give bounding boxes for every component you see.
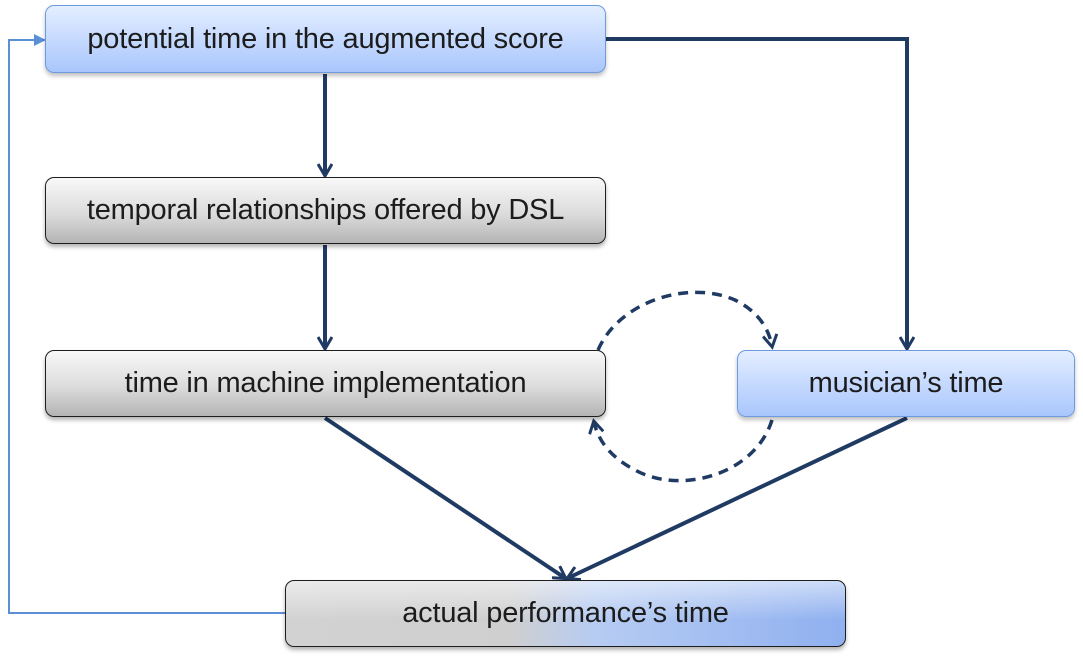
dashed-arrow-machine-to-musician [596,290,772,351]
node-label: temporal relationships offered by DSL [86,194,565,226]
arrow-machine-to-performance [323,416,565,578]
node-temporal-relationships: temporal relationships offered by DSL [45,177,606,244]
node-machine-time: time in machine implementation [45,350,606,417]
node-musician-time: musician’s time [737,350,1075,417]
arrow-musician-to-performance [568,416,908,578]
arrow-potential-to-musician [606,37,907,348]
node-actual-performance: actual performance’s time [285,580,846,647]
node-label: potential time in the augmented score [87,22,564,55]
node-label: time in machine implementation [124,367,527,399]
dashed-arrow-musician-to-machine [594,420,774,483]
feedback-arrow [8,34,285,614]
node-potential-time: potential time in the augmented score [45,5,606,73]
node-label: musician’s time [808,367,1004,399]
node-label: actual performance’s time [402,597,729,629]
